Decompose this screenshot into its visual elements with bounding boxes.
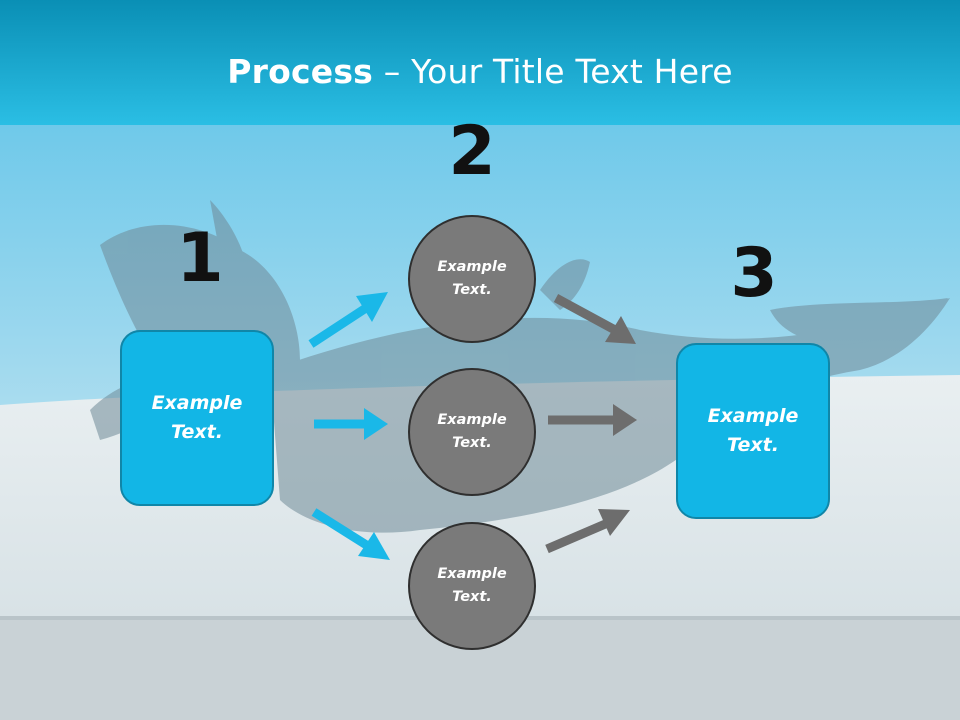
title-bold: Process xyxy=(227,52,374,91)
step-2-circle-bottom-text: Example Text. xyxy=(437,566,507,605)
arrow-gray-up xyxy=(545,509,630,554)
step-2-circle-top[interactable]: Example Text. xyxy=(408,215,536,343)
step-number-3: 3 xyxy=(730,234,778,313)
step-3-text: Example Text. xyxy=(707,405,799,456)
step-number-2: 2 xyxy=(448,112,496,191)
title-rest: – Your Title Text Here xyxy=(373,52,733,91)
slide-title: Process – Your Title Text Here xyxy=(0,52,960,91)
step-2-circle-bottom[interactable]: Example Text. xyxy=(408,522,536,650)
step-number-1: 1 xyxy=(176,219,224,298)
arrow-blue-up xyxy=(308,292,388,348)
step-3-box[interactable]: Example Text. xyxy=(676,343,830,519)
arrow-gray-down xyxy=(553,294,636,344)
arrow-blue-down xyxy=(311,508,390,560)
step-1-box[interactable]: Example Text. xyxy=(120,330,274,506)
arrow-blue-mid xyxy=(314,408,388,440)
step-2-circle-middle-text: Example Text. xyxy=(437,412,507,451)
step-2-circle-middle[interactable]: Example Text. xyxy=(408,368,536,496)
step-1-text: Example Text. xyxy=(151,392,243,443)
arrow-gray-mid xyxy=(548,404,637,436)
step-2-circle-top-text: Example Text. xyxy=(437,259,507,298)
